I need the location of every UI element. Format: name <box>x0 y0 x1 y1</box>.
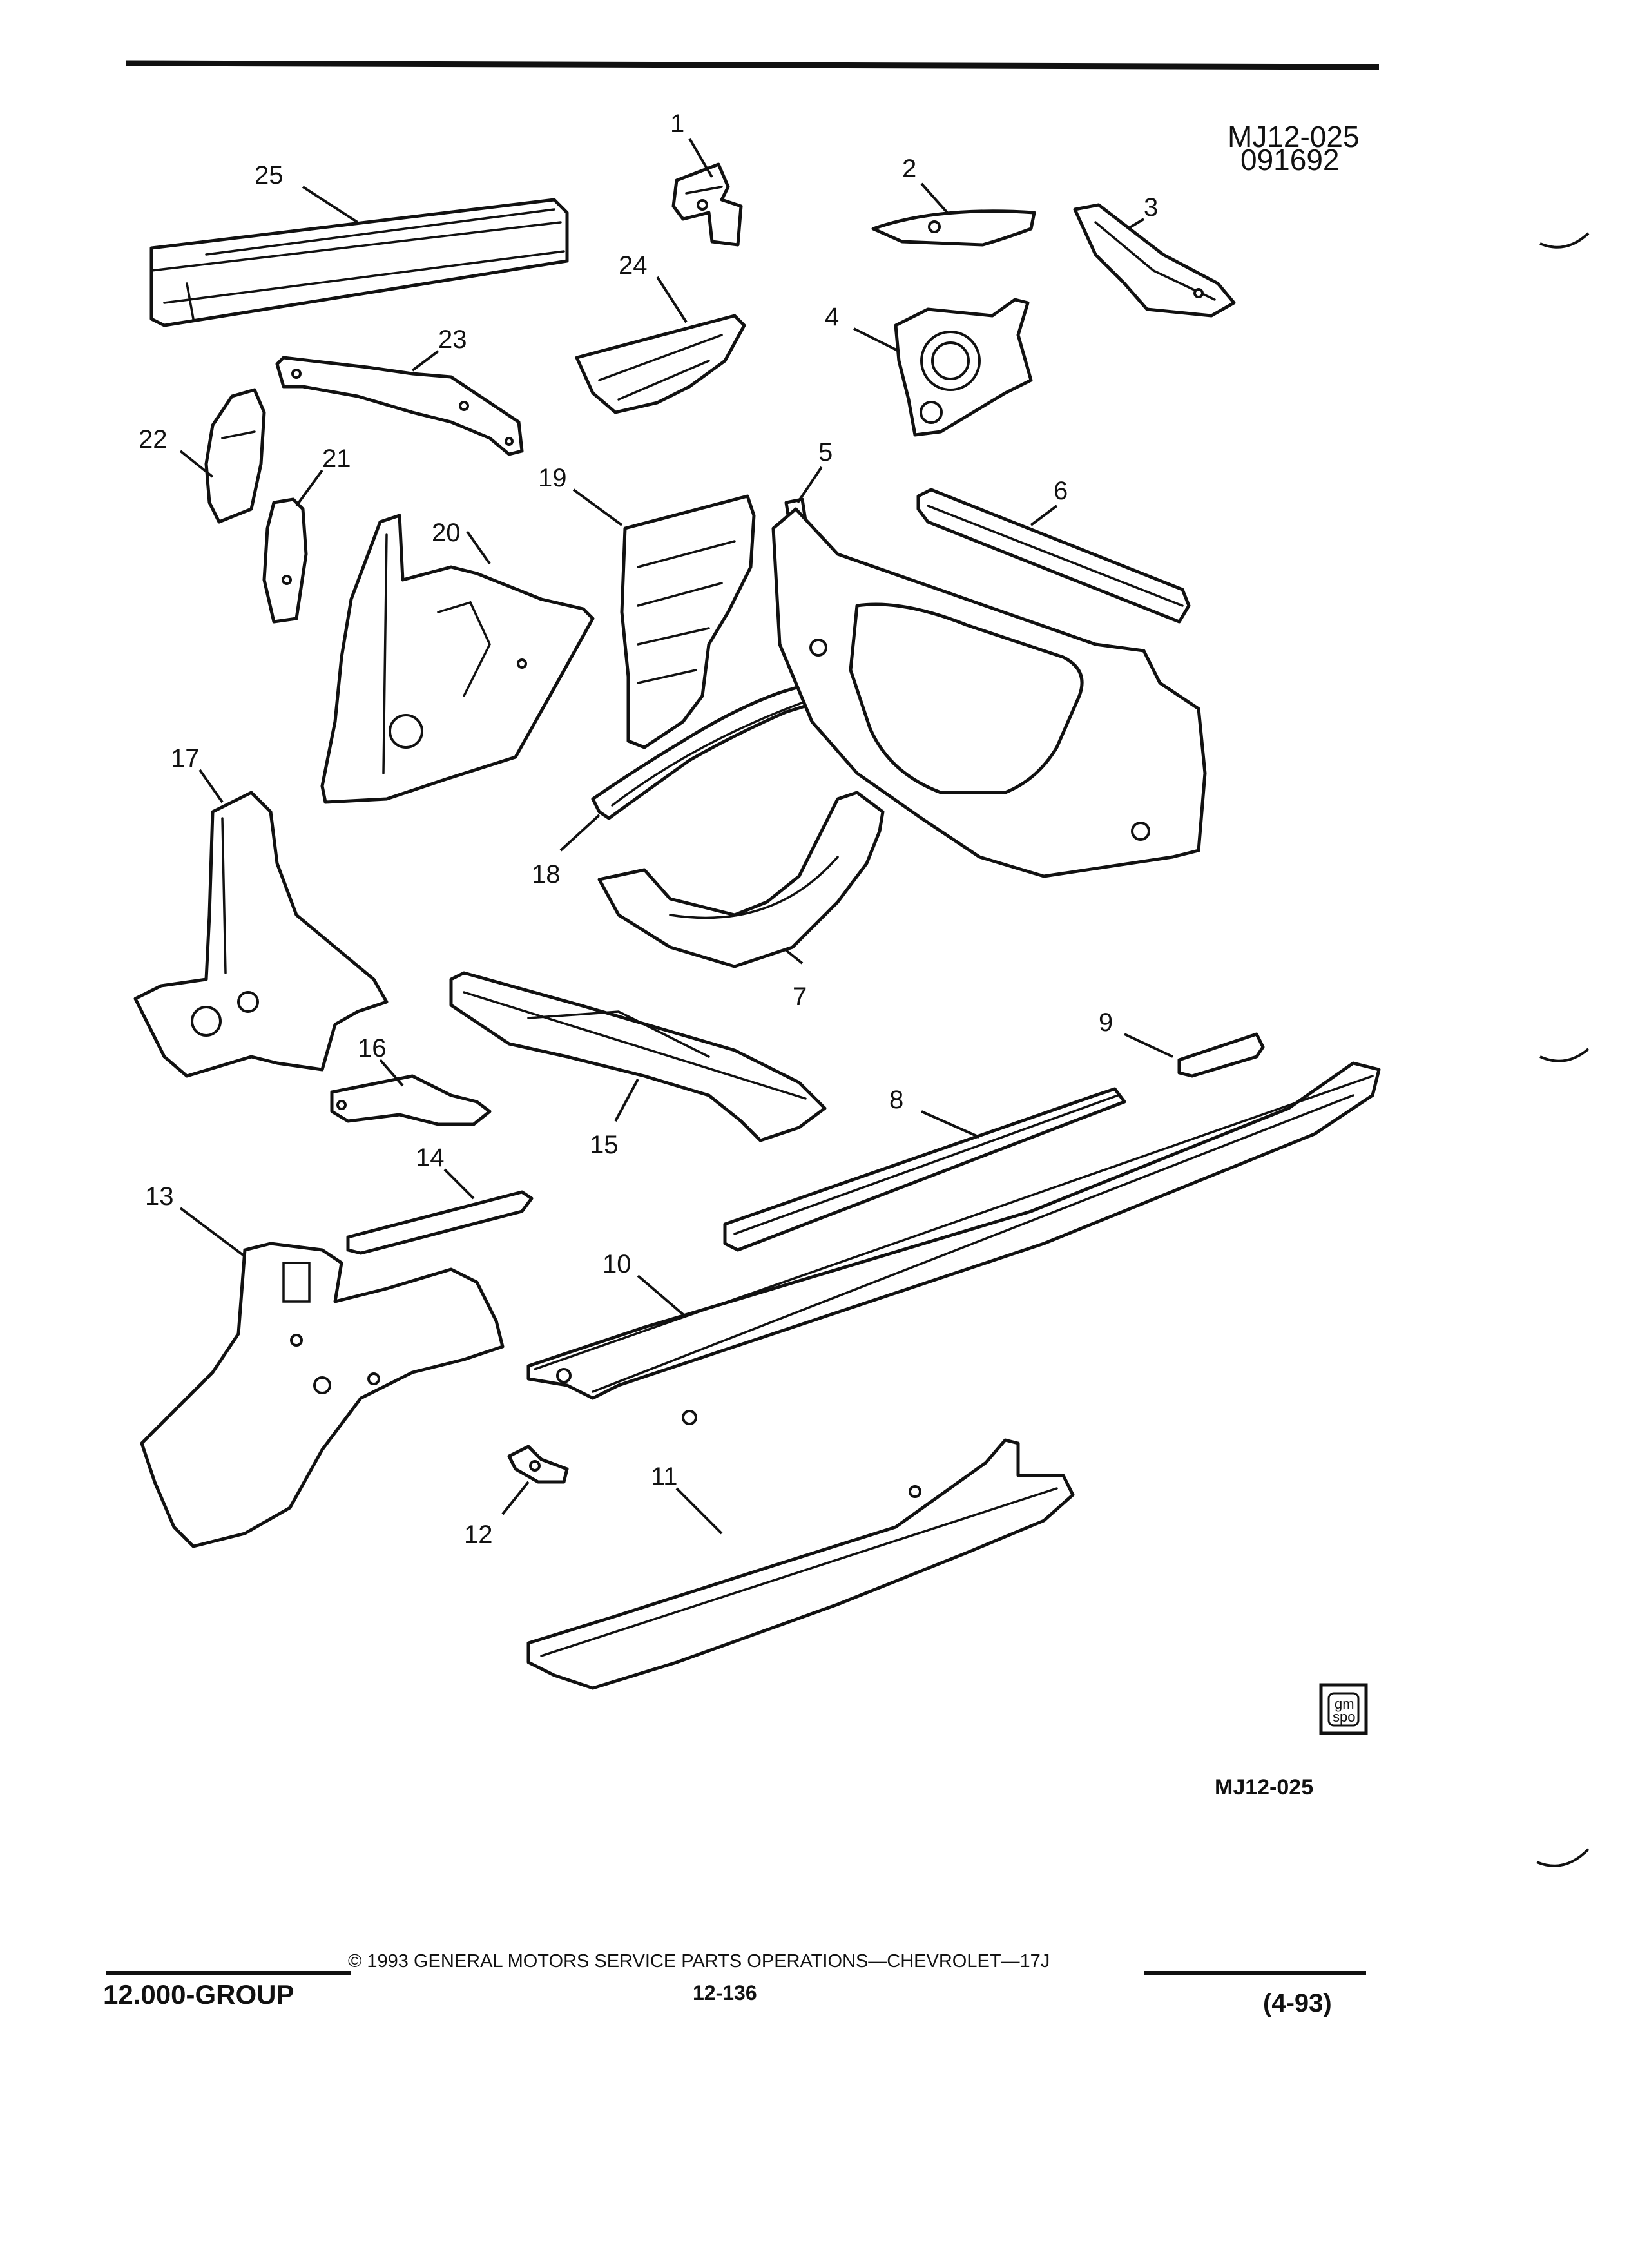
part-11-floor-rail <box>526 1438 1075 1690</box>
callout-16: 16 <box>358 1034 387 1062</box>
callout-leaders <box>179 137 1173 1535</box>
part-9-bracket <box>1177 1032 1265 1078</box>
callout-14: 14 <box>416 1144 445 1172</box>
callout-3: 3 <box>1144 193 1158 222</box>
part-23-bracket <box>275 356 524 456</box>
part-22-bracket <box>204 388 266 524</box>
footer-copyright: © 1993 GENERAL MOTORS SERVICE PARTS OPER… <box>348 1951 1050 1972</box>
part-7-wheel-tub <box>597 791 885 968</box>
callout-6: 6 <box>1054 477 1068 505</box>
part-8-rocker <box>723 1087 1126 1252</box>
header-code: MJ12-025 <box>1228 120 1360 153</box>
figure-caption: MJ12-025 <box>1215 1775 1313 1800</box>
part-25-rail <box>149 198 569 327</box>
callout-8: 8 <box>889 1086 903 1114</box>
footer-revision: (4-93) <box>1263 1989 1332 2017</box>
callout-25: 25 <box>255 161 284 189</box>
callout-5: 5 <box>818 438 833 466</box>
margin-mark-bottom <box>1536 1848 1590 1867</box>
part-12-bracket <box>507 1445 569 1484</box>
callout-19: 19 <box>538 464 567 492</box>
part-4-plate <box>894 298 1033 437</box>
callout-9: 9 <box>1099 1008 1113 1037</box>
callout-23: 23 <box>438 325 467 354</box>
svg-text:gm: gm <box>1335 1696 1354 1712</box>
svg-text:spo: spo <box>1333 1709 1355 1725</box>
callout-20: 20 <box>432 519 461 547</box>
callout-24: 24 <box>619 251 648 280</box>
callout-17: 17 <box>171 744 200 773</box>
callout-18: 18 <box>532 860 561 889</box>
callout-labels: 1 2 3 4 5 6 7 8 9 10 11 12 13 14 15 16 1… <box>139 110 1158 1549</box>
callout-4: 4 <box>825 303 839 331</box>
callout-21: 21 <box>322 445 351 473</box>
callout-7: 7 <box>793 983 807 1011</box>
margin-mark-top <box>1539 232 1590 249</box>
part-16-bracket <box>330 1074 492 1126</box>
part-17-pillar <box>133 791 389 1078</box>
footer-page: 12-136 <box>693 1981 757 2004</box>
callout-2: 2 <box>902 155 916 183</box>
part-13-front-rail <box>140 1242 505 1548</box>
part-3-bracket <box>1073 203 1236 318</box>
callout-13: 13 <box>145 1182 174 1211</box>
part-2-panel <box>871 209 1036 247</box>
callout-1: 1 <box>670 110 684 138</box>
footer-group: 12.000-GROUP <box>103 1979 294 2010</box>
callout-10: 10 <box>602 1250 631 1278</box>
callout-11: 11 <box>651 1463 678 1491</box>
part-10-sill <box>526 1061 1381 1425</box>
part-19-panel <box>620 494 756 749</box>
gm-spo-logo: gm spo <box>1319 1683 1368 1735</box>
part-6-bar <box>916 488 1191 624</box>
part-24-bracket <box>575 314 746 414</box>
callout-15: 15 <box>590 1131 619 1159</box>
part-21-bracket <box>262 497 308 624</box>
part-6-panel-assembly <box>771 507 1207 878</box>
header-date-code: 091692 <box>1240 143 1340 177</box>
part-20-quarter-inner <box>320 514 595 804</box>
part-1-bracket <box>671 162 743 247</box>
part-14-strut <box>346 1190 534 1255</box>
callout-22: 22 <box>139 425 168 454</box>
part-15-rail <box>449 971 827 1142</box>
top-rule <box>125 60 1380 70</box>
callout-12: 12 <box>464 1521 493 1549</box>
margin-mark-middle <box>1539 1048 1590 1062</box>
